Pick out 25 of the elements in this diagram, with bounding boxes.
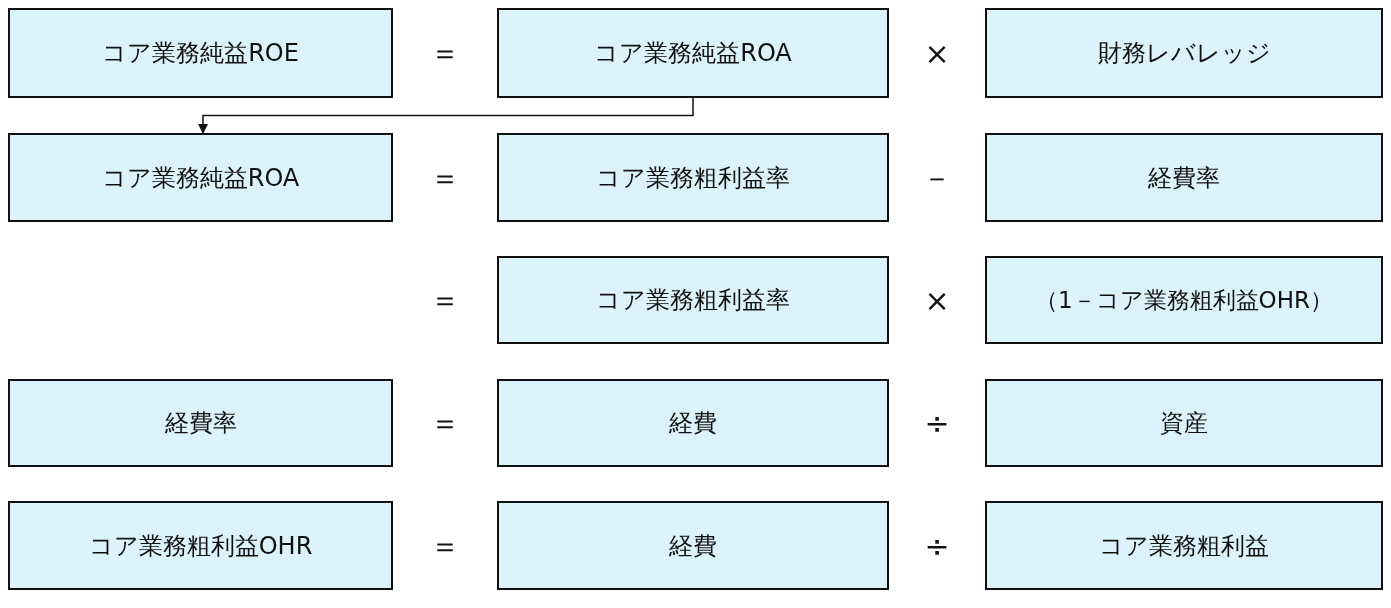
term-box: コア業務粗利益率 xyxy=(497,256,889,344)
term-box: コア業務粗利益OHR xyxy=(8,501,393,590)
arrow xyxy=(198,97,694,134)
operator-sign: － xyxy=(922,158,952,196)
operator-sign: × xyxy=(924,35,950,71)
operator-sign: ＝ xyxy=(430,33,460,72)
term-box: 財務レバレッジ xyxy=(985,8,1383,98)
term-box: コア業務粗利益 xyxy=(985,501,1383,590)
term-box: 経費 xyxy=(497,379,889,467)
term-box: コア業務純益ROA xyxy=(8,133,393,222)
term-box: 経費 xyxy=(497,501,889,590)
operator-sign: × xyxy=(924,282,950,318)
term-box: （1－コア業務粗利益OHR） xyxy=(985,256,1383,344)
term-box: コア業務粗利益率 xyxy=(497,133,889,222)
operator-sign: ÷ xyxy=(924,528,950,563)
operator-sign: ＝ xyxy=(430,403,460,442)
operator-sign: ＝ xyxy=(430,158,460,196)
operator-sign: ＝ xyxy=(430,280,460,319)
term-box: コア業務純益ROA xyxy=(497,8,889,98)
operator-sign: ÷ xyxy=(924,405,950,441)
term-box: 経費率 xyxy=(985,133,1383,222)
operator-sign: ＝ xyxy=(430,526,460,564)
term-box: コア業務純益ROE xyxy=(8,8,393,98)
term-box: 経費率 xyxy=(8,379,393,467)
term-box: 資産 xyxy=(985,379,1383,467)
